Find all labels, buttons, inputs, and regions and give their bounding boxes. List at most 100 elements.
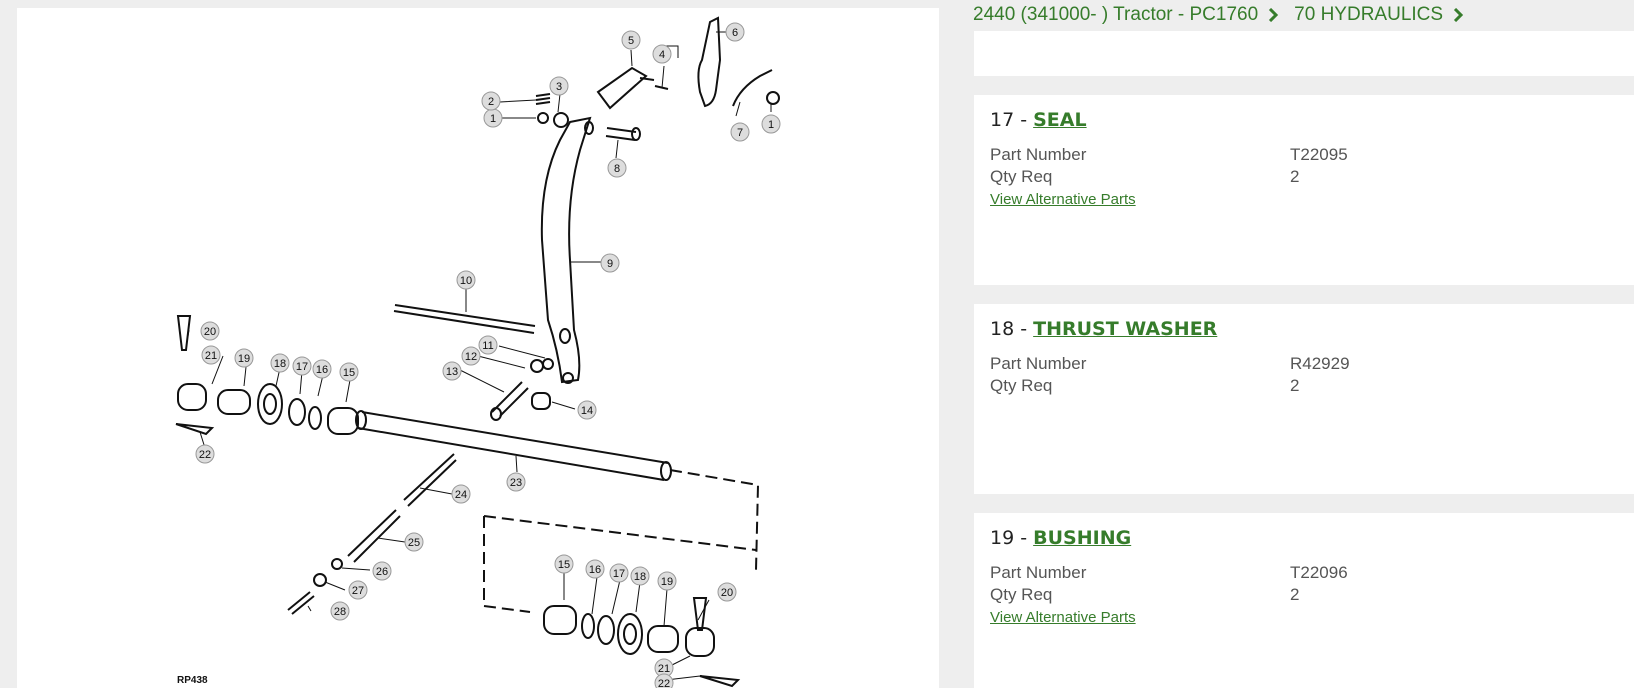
qty-row: Qty Req 2 bbox=[990, 376, 1299, 396]
breadcrumb-item-model[interactable]: 2440 (341000- ) Tractor - PC1760 bbox=[973, 4, 1259, 25]
view-alternative-parts-link[interactable]: View Alternative Parts bbox=[990, 191, 1136, 208]
callout-16-left[interactable]: 16 bbox=[312, 359, 332, 379]
callout-25[interactable]: 25 bbox=[404, 532, 424, 552]
previous-part-card bbox=[974, 31, 1634, 76]
callout-26[interactable]: 26 bbox=[372, 561, 392, 581]
callout-22-left[interactable]: 22 bbox=[195, 444, 215, 464]
svg-text:23: 23 bbox=[510, 477, 522, 489]
svg-text:18: 18 bbox=[274, 358, 286, 370]
qty-value: 2 bbox=[1290, 167, 1300, 186]
part-name-link[interactable]: THRUST WASHER bbox=[1033, 318, 1218, 340]
part-number-label: Part Number bbox=[990, 145, 1087, 164]
svg-text:17: 17 bbox=[296, 361, 308, 373]
callout-28[interactable]: 28 bbox=[330, 601, 350, 621]
svg-text:15: 15 bbox=[558, 559, 570, 571]
svg-text:21: 21 bbox=[205, 350, 217, 362]
callout-7[interactable]: 7 bbox=[730, 122, 750, 142]
part-title: 19 - BUSHING bbox=[990, 527, 1132, 549]
callout-1-top[interactable]: 1 bbox=[483, 108, 503, 128]
left-bushing-stack bbox=[175, 315, 359, 436]
callout-13[interactable]: 13 bbox=[442, 361, 462, 381]
svg-text:5: 5 bbox=[628, 35, 634, 47]
lift-arm-part bbox=[540, 116, 594, 384]
svg-text:19: 19 bbox=[661, 576, 673, 588]
small-hardware-parts bbox=[490, 358, 554, 421]
svg-text:27: 27 bbox=[352, 585, 364, 597]
callout-5[interactable]: 5 bbox=[621, 30, 641, 50]
callout-19-right[interactable]: 19 bbox=[657, 571, 677, 591]
callout-2[interactable]: 2 bbox=[481, 91, 501, 111]
callout-9[interactable]: 9 bbox=[600, 253, 620, 273]
callout-3[interactable]: 3 bbox=[549, 76, 569, 96]
callout-18-right[interactable]: 18 bbox=[630, 566, 650, 586]
qty-value: 2 bbox=[1290, 376, 1300, 395]
svg-text:3: 3 bbox=[556, 81, 562, 93]
svg-text:11: 11 bbox=[482, 340, 493, 352]
callout-21-right[interactable]: 21 bbox=[654, 658, 674, 678]
qty-row: Qty Req 2 bbox=[990, 585, 1299, 605]
svg-text:24: 24 bbox=[455, 489, 467, 501]
callout-20-right[interactable]: 20 bbox=[717, 582, 737, 602]
callout-4[interactable]: 4 bbox=[652, 44, 672, 64]
callout-20-left[interactable]: 20 bbox=[200, 321, 220, 341]
callout-19-left[interactable]: 19 bbox=[234, 348, 254, 368]
qty-value: 2 bbox=[1290, 585, 1300, 604]
svg-text:17: 17 bbox=[613, 568, 625, 580]
callout-11[interactable]: 11 bbox=[478, 335, 498, 355]
callout-12[interactable]: 12 bbox=[461, 346, 481, 366]
qty-label: Qty Req bbox=[990, 376, 1053, 395]
svg-text:10: 10 bbox=[460, 275, 472, 287]
svg-text:9: 9 bbox=[607, 258, 613, 270]
callout-18-left[interactable]: 18 bbox=[270, 353, 290, 373]
callout-6[interactable]: 6 bbox=[725, 22, 745, 42]
svg-text:2: 2 bbox=[488, 96, 494, 108]
callout-15-left[interactable]: 15 bbox=[339, 362, 359, 382]
callout-17-right[interactable]: 17 bbox=[609, 563, 629, 583]
diagram-stamp: RP438 bbox=[177, 675, 208, 686]
callout-21-left[interactable]: 21 bbox=[201, 345, 221, 365]
callout-23[interactable]: 23 bbox=[506, 472, 526, 492]
svg-text:25: 25 bbox=[408, 537, 420, 549]
svg-text:1: 1 bbox=[490, 113, 496, 125]
upper-linkage-parts bbox=[535, 16, 780, 141]
callout-27[interactable]: 27 bbox=[348, 580, 368, 600]
svg-text:7: 7 bbox=[737, 127, 743, 139]
part-name-link[interactable]: SEAL bbox=[1033, 109, 1087, 131]
svg-text:20: 20 bbox=[721, 587, 733, 599]
breadcrumb-item-section[interactable]: 70 HYDRAULICS bbox=[1294, 4, 1444, 25]
callout-17-left[interactable]: 17 bbox=[292, 356, 312, 376]
part-number-label: Part Number bbox=[990, 563, 1087, 582]
svg-text:16: 16 bbox=[589, 564, 601, 576]
part-title: 18 - THRUST WASHER bbox=[990, 318, 1218, 340]
view-alternative-parts-link[interactable]: View Alternative Parts bbox=[990, 609, 1136, 626]
parts-diagram[interactable]: 1 2 3 4 5 6 7 1 8 9 10 11 12 13 14 20 21… bbox=[17, 8, 939, 688]
callout-1-right[interactable]: 1 bbox=[761, 114, 781, 134]
part-number-row: Part Number T22096 bbox=[990, 563, 1348, 583]
qty-label: Qty Req bbox=[990, 585, 1053, 604]
callout-22-right[interactable]: 22 bbox=[654, 673, 674, 688]
svg-text:12: 12 bbox=[465, 351, 477, 363]
svg-text:19: 19 bbox=[238, 353, 250, 365]
callout-15-right[interactable]: 15 bbox=[554, 554, 574, 574]
part-number-value: T22096 bbox=[1290, 563, 1348, 582]
callout-24[interactable]: 24 bbox=[451, 484, 471, 504]
callout-14[interactable]: 14 bbox=[577, 400, 597, 420]
svg-text:20: 20 bbox=[204, 326, 216, 338]
svg-text:21: 21 bbox=[658, 663, 670, 675]
svg-text:28: 28 bbox=[334, 606, 346, 618]
svg-text:15: 15 bbox=[343, 367, 355, 379]
svg-text:22: 22 bbox=[199, 449, 211, 461]
svg-text:14: 14 bbox=[581, 405, 593, 417]
part-title: 17 - SEAL bbox=[990, 109, 1087, 131]
part-name-link[interactable]: BUSHING bbox=[1033, 527, 1132, 549]
callout-8[interactable]: 8 bbox=[607, 158, 627, 178]
rod-part bbox=[393, 304, 536, 334]
callout-10[interactable]: 10 bbox=[456, 270, 476, 290]
callout-16-right[interactable]: 16 bbox=[585, 559, 605, 579]
chevron-right-icon bbox=[1269, 8, 1279, 22]
